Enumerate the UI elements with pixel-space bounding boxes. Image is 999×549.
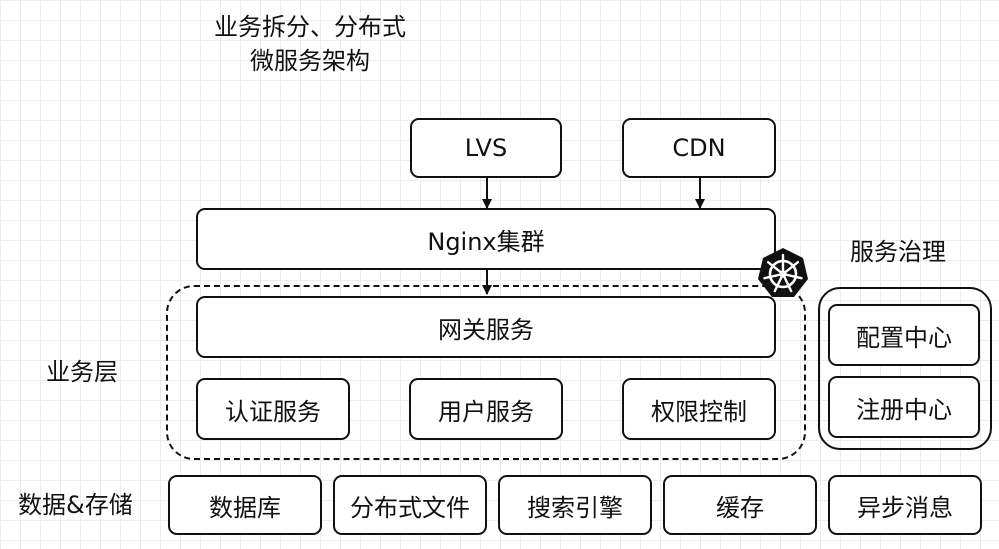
nginx-cluster-label: Nginx集群 — [427, 227, 545, 256]
search-engine-box[interactable]: 搜索引擎 — [498, 475, 652, 535]
search-engine-label: 搜索引擎 — [527, 493, 623, 522]
business-layer-group — [166, 285, 806, 460]
cache-box[interactable]: 缓存 — [663, 475, 817, 535]
nginx-cluster-box[interactable]: Nginx集群 — [196, 208, 776, 270]
auth-service-label: 认证服务 — [225, 397, 321, 426]
governance-label: 服务治理 — [850, 238, 946, 266]
database-box[interactable]: 数据库 — [168, 475, 322, 535]
user-service-label: 用户服务 — [438, 397, 534, 426]
registry-center-box[interactable]: 注册中心 — [828, 376, 980, 438]
auth-service-box[interactable]: 认证服务 — [196, 378, 350, 440]
config-center-box[interactable]: 配置中心 — [828, 304, 980, 366]
diagram-title: 业务拆分、分布式 微服务架构 — [180, 10, 440, 78]
async-message-label: 异步消息 — [857, 493, 953, 522]
distributed-file-box[interactable]: 分布式文件 — [333, 475, 487, 535]
distributed-file-label: 分布式文件 — [350, 493, 470, 522]
database-label: 数据库 — [209, 493, 281, 522]
title-line-2: 微服务架构 — [250, 47, 370, 75]
cache-label: 缓存 — [716, 493, 764, 522]
title-line-1: 业务拆分、分布式 — [214, 13, 406, 41]
user-service-box[interactable]: 用户服务 — [409, 378, 563, 440]
permission-control-label: 权限控制 — [651, 397, 747, 426]
async-message-box[interactable]: 异步消息 — [828, 475, 982, 535]
cdn-box[interactable]: CDN — [622, 118, 776, 178]
gateway-service-label: 网关服务 — [438, 315, 534, 344]
business-layer-label: 业务层 — [46, 358, 118, 386]
lvs-label: LVS — [464, 134, 508, 162]
storage-layer-label: 数据&存储 — [18, 491, 133, 519]
kubernetes-helm-wheel-icon — [758, 248, 808, 297]
governance-group — [818, 287, 992, 450]
lvs-box[interactable]: LVS — [410, 118, 562, 178]
cdn-label: CDN — [672, 134, 726, 162]
gateway-service-box[interactable]: 网关服务 — [196, 296, 776, 358]
config-center-label: 配置中心 — [856, 323, 952, 352]
permission-control-box[interactable]: 权限控制 — [622, 378, 776, 440]
registry-center-label: 注册中心 — [856, 395, 952, 424]
